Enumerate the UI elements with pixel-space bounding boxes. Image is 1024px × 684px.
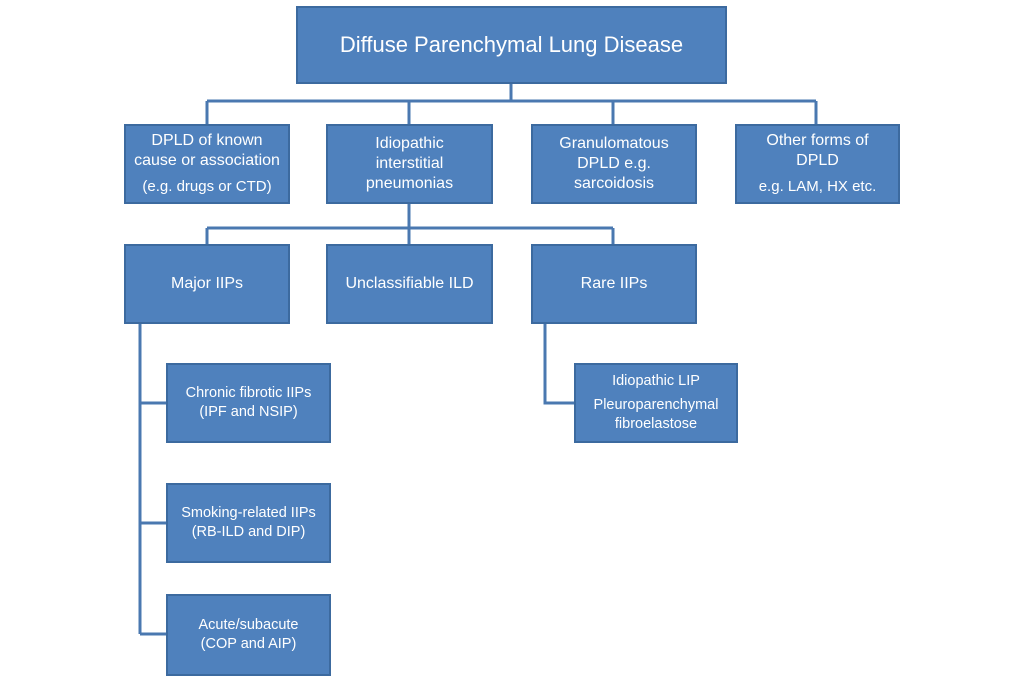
node-chronic-fibrotic-iips: Chronic fibrotic IIPs (IPF and NSIP) — [166, 363, 331, 443]
category-granulomatous-line1: Granulomatous — [559, 135, 669, 152]
category-other-forms-note: e.g. LAM, HX etc. — [758, 178, 877, 195]
category-known-cause: DPLD of known cause or association (e.g.… — [124, 124, 290, 204]
root-node-label: Diffuse Parenchymal Lung Disease — [339, 32, 684, 57]
category-iip-line3: pneumonias — [365, 175, 454, 192]
category-known-cause-line2: cause or association — [134, 152, 280, 169]
category-other-forms-line1: Other forms of — [766, 132, 869, 149]
category-granulomatous-line2: DPLD e.g. — [577, 155, 651, 172]
category-iip-line2: interstitial — [375, 155, 444, 172]
node-acute-subacute: Acute/subacute (COP and AIP) — [166, 594, 331, 676]
group-major-iips: Major IIPs — [124, 244, 290, 324]
node-rare-line3: fibroelastose — [614, 416, 698, 432]
node-acute-subacute-line2: (COP and AIP) — [200, 636, 297, 652]
node-rare-iips-list: Idiopathic LIP Pleuroparenchymal fibroel… — [574, 363, 738, 443]
node-chronic-fibrotic-line2: (IPF and NSIP) — [199, 404, 298, 420]
node-acute-subacute-line1: Acute/subacute — [198, 617, 299, 633]
group-unclassifiable-ild: Unclassifiable ILD — [326, 244, 493, 324]
category-granulomatous: Granulomatous DPLD e.g. sarcoidosis — [531, 124, 697, 204]
node-smoking-related-line1: Smoking-related IIPs — [181, 505, 316, 521]
category-iip-line1: Idiopathic — [375, 135, 444, 152]
category-known-cause-note: (e.g. drugs or CTD) — [142, 178, 272, 195]
category-other-forms-line2: DPLD — [796, 152, 839, 169]
root-node: Diffuse Parenchymal Lung Disease — [296, 6, 727, 84]
category-known-cause-line1: DPLD of known — [151, 132, 263, 149]
node-smoking-related-iips: Smoking-related IIPs (RB-ILD and DIP) — [166, 483, 331, 563]
group-major-iips-label: Major IIPs — [170, 275, 243, 292]
category-granulomatous-line3: sarcoidosis — [573, 175, 655, 192]
category-other-forms: Other forms of DPLD e.g. LAM, HX etc. — [735, 124, 900, 204]
category-idiopathic-interstitial-pneumonias: Idiopathic interstitial pneumonias — [326, 124, 493, 204]
group-rare-iips-label: Rare IIPs — [580, 275, 648, 292]
connector-root-to-categories — [205, 84, 818, 124]
connector-major-to-children — [138, 324, 166, 636]
node-chronic-fibrotic-line1: Chronic fibrotic IIPs — [185, 385, 312, 401]
node-rare-line2: Pleuroparenchymal — [593, 397, 719, 413]
group-rare-iips: Rare IIPs — [531, 244, 697, 324]
connector-rare-to-children — [543, 324, 574, 405]
group-unclassifiable-ild-label: Unclassifiable ILD — [345, 275, 474, 292]
connector-iip-to-groups — [205, 204, 615, 244]
node-smoking-related-line2: (RB-ILD and DIP) — [191, 524, 306, 540]
node-rare-line1: Idiopathic LIP — [612, 373, 700, 389]
